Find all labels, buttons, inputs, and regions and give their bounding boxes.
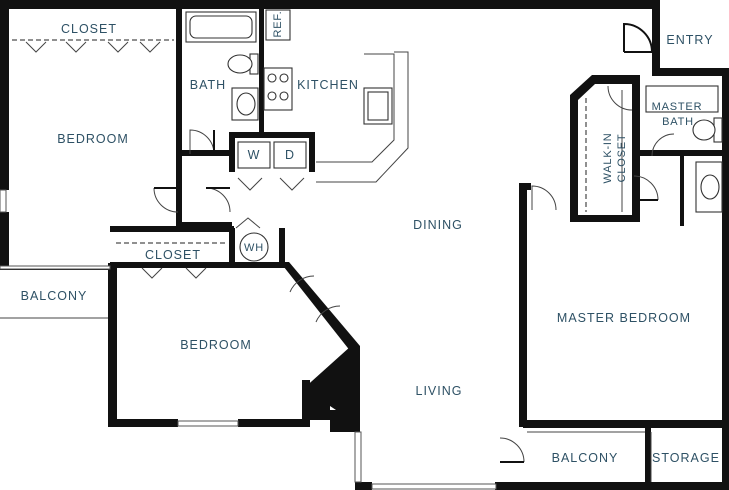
label-master-bath-1: MASTER bbox=[652, 101, 703, 113]
room-labels: CLOSET BEDROOM BATH REF. KITCHEN W D WH … bbox=[21, 10, 720, 465]
label-master-bedroom: MASTER BEDROOM bbox=[557, 311, 691, 325]
label-balcony-left: BALCONY bbox=[21, 289, 88, 303]
partitions bbox=[0, 0, 728, 432]
label-living: LIVING bbox=[416, 384, 463, 398]
label-closet-top: CLOSET bbox=[61, 22, 117, 36]
label-dryer: D bbox=[285, 148, 295, 162]
windows bbox=[0, 189, 497, 490]
label-washer: W bbox=[248, 148, 261, 162]
label-closet-mid: CLOSET bbox=[145, 248, 201, 262]
fixtures bbox=[0, 9, 723, 433]
label-entry: ENTRY bbox=[666, 33, 713, 47]
label-bedroom-left: BEDROOM bbox=[57, 132, 129, 146]
label-bath: BATH bbox=[190, 78, 226, 92]
doors bbox=[153, 22, 675, 482]
label-kitchen: KITCHEN bbox=[297, 78, 359, 92]
label-water-heater: WH bbox=[244, 242, 264, 254]
closet-details bbox=[12, 39, 587, 279]
label-walk-in-2: CLOSET bbox=[616, 134, 628, 183]
label-balcony-right: BALCONY bbox=[552, 451, 619, 465]
label-storage: STORAGE bbox=[652, 451, 720, 465]
label-dining: DINING bbox=[413, 218, 463, 232]
label-refrigerator: REF. bbox=[272, 10, 284, 37]
label-master-bath-2: BATH bbox=[662, 116, 694, 128]
label-bedroom-bottom: BEDROOM bbox=[180, 338, 252, 352]
label-walk-in-1: WALK-IN bbox=[602, 132, 614, 183]
